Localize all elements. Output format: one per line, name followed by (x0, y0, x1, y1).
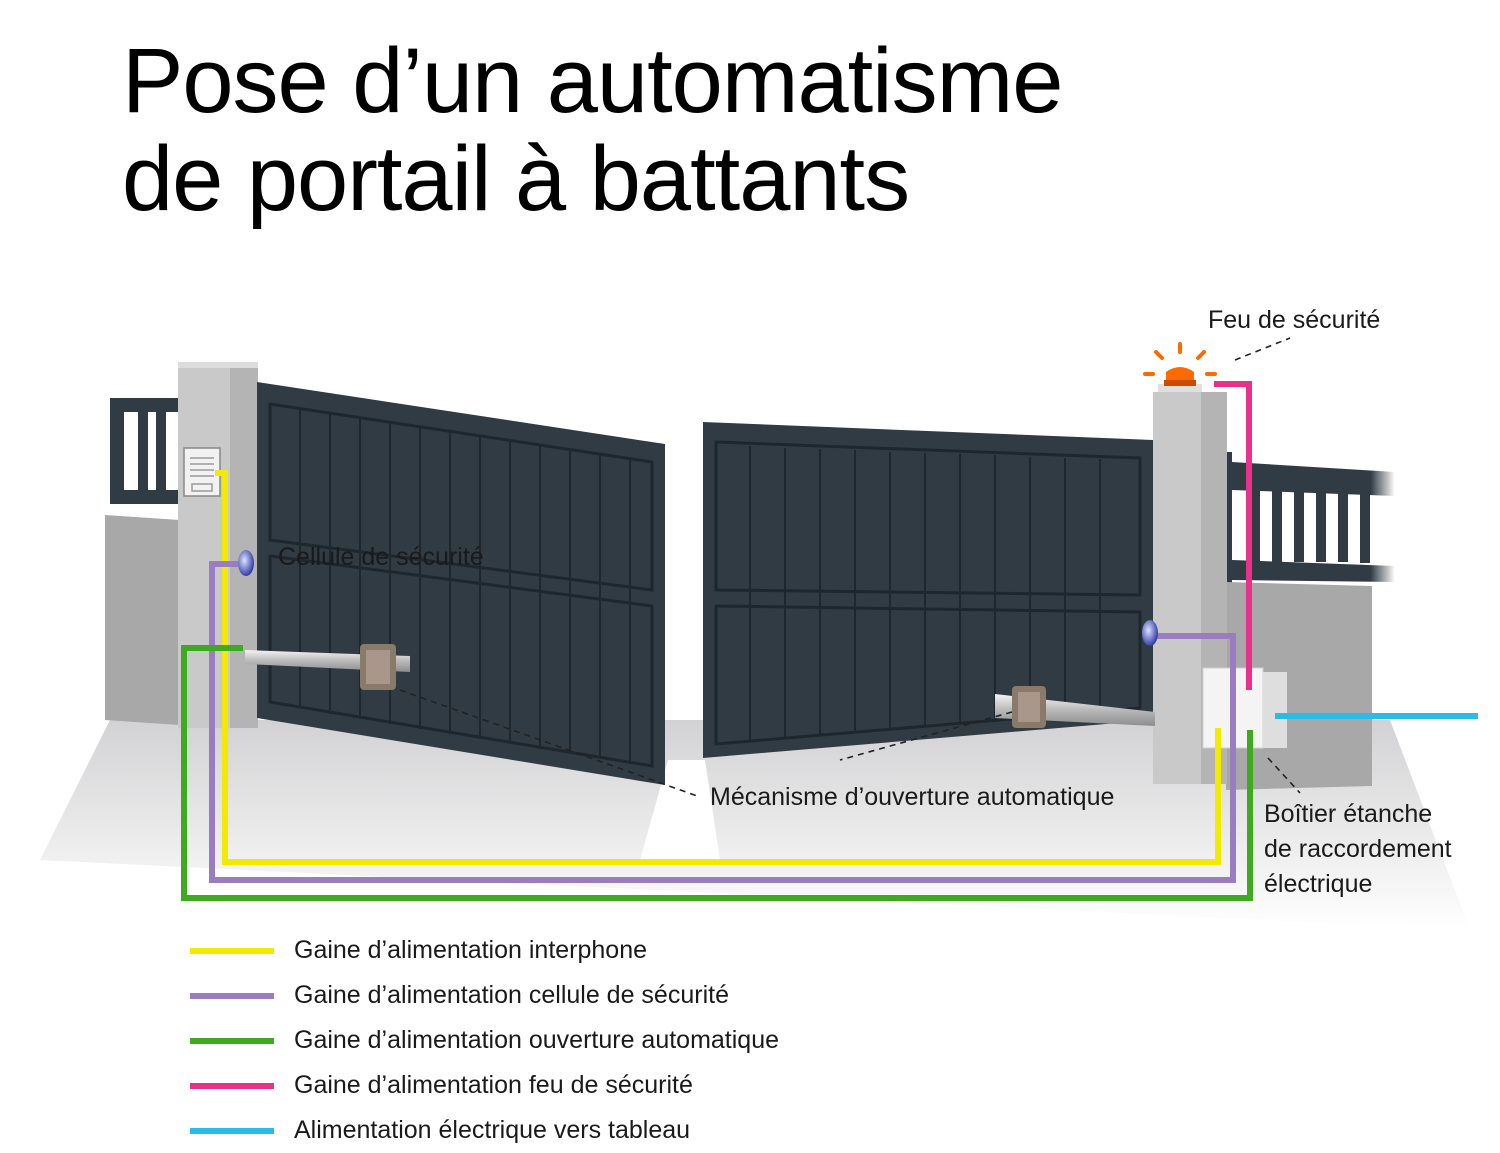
legend-item-interphone: Gaine d’alimentation interphone (190, 928, 779, 973)
legend-label: Alimentation électrique vers tableau (294, 1116, 691, 1144)
legend-label: Gaine d’alimentation cellule de sécurité (294, 981, 729, 1009)
label-boitier: Boîtier étanche de raccordement électriq… (1264, 797, 1500, 902)
legend-swatch (190, 1037, 274, 1044)
legend-swatch (190, 1127, 274, 1134)
conduit-feu (1214, 381, 1252, 690)
conduit-interphone (215, 470, 1221, 865)
legend-item-tableau: Alimentation électrique vers tableau (190, 1108, 779, 1153)
label-boitier-line-2: de raccordement (1264, 835, 1452, 863)
driveway (640, 760, 720, 860)
legend-item-cellule: Gaine d’alimentation cellule de sécurité (190, 973, 779, 1018)
legend-label: Gaine d’alimentation ouverture automatiq… (294, 1026, 780, 1054)
title-line-1: Pose d’un automatisme (122, 30, 1063, 132)
legend-swatch (190, 992, 274, 999)
motor-left-icon (245, 644, 410, 690)
label-mecanisme: Mécanisme d’ouverture automatique (710, 783, 1115, 811)
label-feu-de-securite: Feu de sécurité (1208, 306, 1381, 334)
safety-light-icon (1143, 342, 1217, 392)
safety-cell-left-icon (238, 550, 254, 576)
left-gate-leaf (257, 382, 665, 785)
right-gate-leaf (703, 422, 1153, 758)
page-title: Pose d’un automatisme de portail à batta… (122, 30, 1063, 230)
label-boitier-line-1: Boîtier étanche (1264, 800, 1433, 828)
intercom-icon (183, 447, 221, 497)
left-pillar (178, 362, 258, 728)
label-cellule-de-securite: Cellule de sécurité (278, 543, 484, 571)
left-wall (105, 398, 182, 725)
leader-lines (399, 337, 1301, 798)
label-boitier-line-3: électrique (1264, 870, 1373, 898)
title-line-2: de portail à battants (122, 128, 910, 230)
legend-label: Gaine d’alimentation interphone (294, 936, 648, 964)
conduit-cellule (209, 561, 1236, 883)
conduit-ouverture (181, 645, 1253, 901)
legend-swatch (190, 947, 274, 954)
legend-item-feu: Gaine d’alimentation feu de sécurité (190, 1063, 779, 1108)
legend: Gaine d’alimentation interphone Gaine d’… (190, 928, 779, 1153)
safety-cell-right-icon (1142, 620, 1158, 646)
legend-label: Gaine d’alimentation feu de sécurité (294, 1071, 693, 1099)
motor-right-icon (995, 686, 1155, 728)
legend-item-ouverture: Gaine d’alimentation ouverture automatiq… (190, 1018, 779, 1063)
legend-swatch (190, 1082, 274, 1089)
